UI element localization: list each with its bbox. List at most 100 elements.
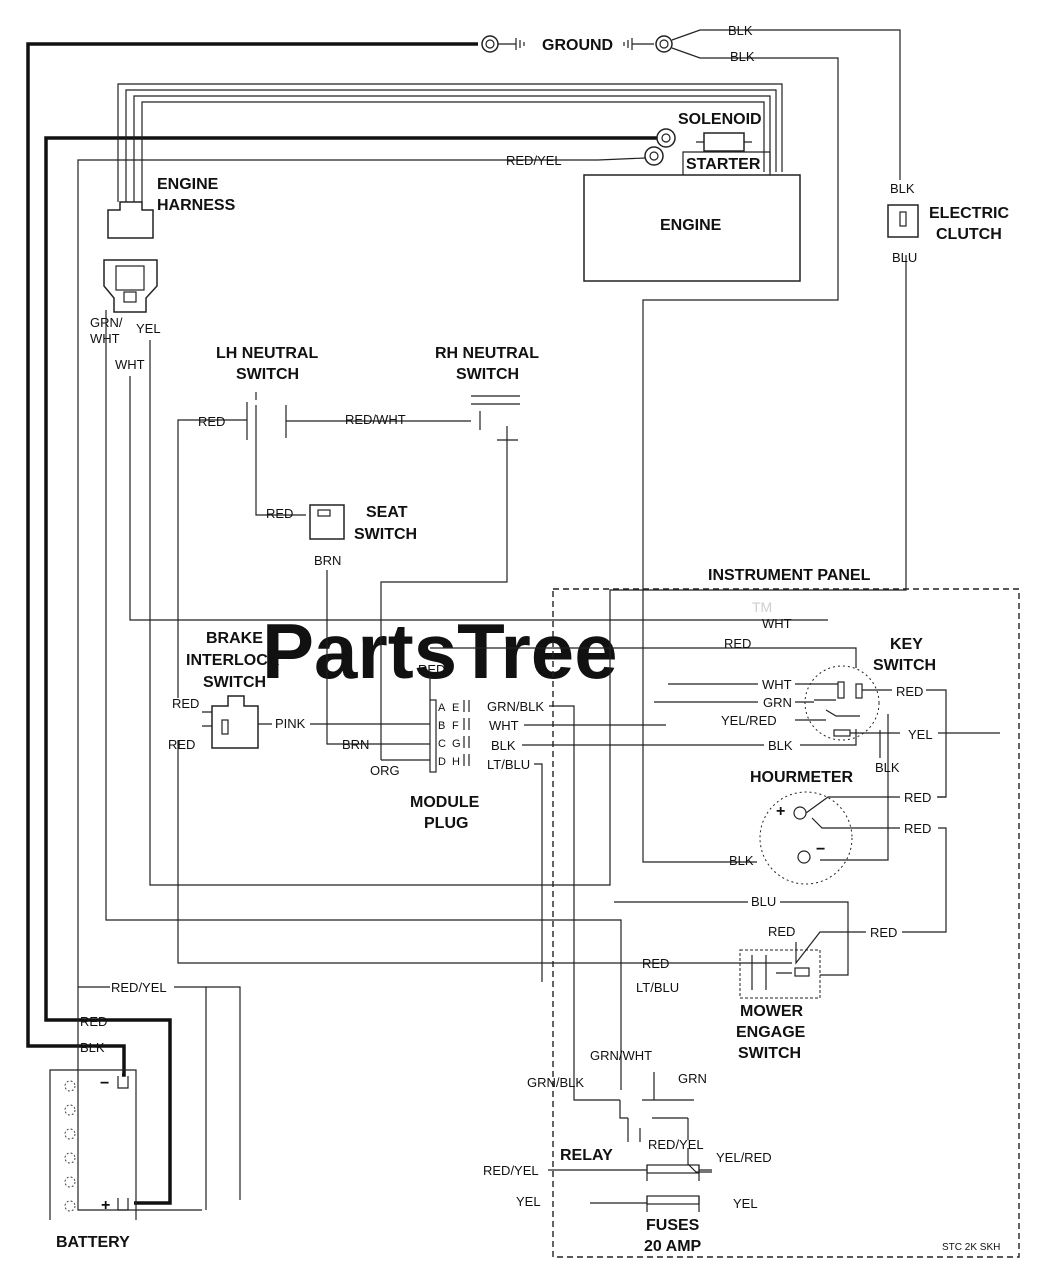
wire-label: WHT (115, 357, 145, 372)
wire-label: RED/YEL (506, 153, 562, 168)
wire-label: WHT (762, 677, 792, 692)
module-pin-a: A (438, 702, 446, 714)
key-switch: KEY SWITCH WHT RED WHT GRN YEL/RED BLK R… (654, 616, 1000, 861)
wire-label-wht-part: WHT (90, 331, 120, 346)
drawing-code: STC 2K SKH (942, 1242, 1000, 1253)
wire-label: WHT (762, 616, 792, 631)
engine-harness-connector: ENGINE HARNESS GRN/ WHT YEL WHT (90, 176, 236, 372)
solenoid-body (703, 132, 745, 152)
wire-label: BLK (728, 23, 753, 38)
battery-area: RED/YEL RED BLK − + BATTERY (49, 980, 241, 1251)
battery-cables (26, 42, 658, 1205)
wire-label: YEL (908, 727, 933, 742)
battery-case (49, 1069, 137, 1220)
brake-interlock-switch: BRAKE INTERLOCK SWITCH RED RED PINK (168, 630, 762, 964)
module-pin-b: B (438, 720, 445, 732)
rh-neutral-label-1: RH NEUTRAL (435, 345, 539, 362)
seat-switch: SEAT SWITCH RED BRN (266, 504, 430, 745)
engine-harness-wires (117, 83, 783, 202)
module-plug-label-2: PLUG (424, 815, 468, 832)
instrument-panel: INSTRUMENT PANEL STC 2K SKH (552, 567, 1020, 1258)
engine-harness-label-1: ENGINE (157, 176, 219, 193)
wire-label: BLK (875, 760, 900, 775)
module-pin-c: C (438, 738, 446, 750)
engine-group: SOLENOID STARTER ENGINE RED/YEL (77, 111, 801, 1211)
hourmeter: HOURMETER + − RED RED BLK (729, 769, 947, 933)
grn-wht-run (105, 310, 622, 1090)
fuses-label-1: FUSES (646, 1217, 700, 1234)
hourmeter-minus: − (816, 841, 825, 858)
wire-label: RED (198, 414, 225, 429)
watermark-text: PartsTree (262, 607, 618, 695)
hourmeter-plus: + (776, 803, 785, 820)
blk-wire-to-clutch (671, 29, 901, 180)
module-pin-e: E (452, 702, 459, 714)
wire-label: GRN/BLK (527, 1075, 584, 1090)
battery-label: BATTERY (56, 1234, 130, 1251)
wire-label: RED (172, 696, 199, 711)
wire-label: RED (80, 1014, 107, 1029)
hourmeter-label: HOURMETER (750, 769, 854, 786)
wire-label: GRN (763, 695, 792, 710)
mower-engage-label-1: MOWER (740, 1003, 804, 1020)
wire-label: BLK (768, 738, 793, 753)
electric-clutch: BLK BLU ELECTRIC CLUTCH (887, 181, 1009, 265)
red-wire-to-mower (177, 740, 762, 964)
engine-label: ENGINE (660, 217, 722, 234)
wire-label: BLK (80, 1040, 105, 1055)
module-plug: RED A B C D E F G H ORG BRN GRN/BLK WHT … (342, 647, 857, 1101)
brake-label-1: BRAKE (206, 630, 263, 647)
solenoid-label: SOLENOID (678, 111, 762, 128)
wire-label: YEL/RED (716, 1150, 772, 1165)
wire-label: ORG (370, 763, 400, 778)
electric-clutch-label-1: ELECTRIC (929, 205, 1009, 222)
solenoid-terminal-top (656, 128, 676, 148)
wire-label: GRN (678, 1071, 707, 1086)
ground-label: GROUND (542, 37, 613, 54)
lh-neutral-label-1: LH NEUTRAL (216, 345, 318, 362)
ground-terminal-left (481, 35, 499, 53)
electric-clutch-label-2: CLUTCH (936, 226, 1002, 243)
wire-label: RED (168, 737, 195, 752)
brake-label-3: SWITCH (203, 674, 266, 691)
wire-label: BLU (892, 250, 917, 265)
ground-group: GROUND BLK BLK (481, 23, 901, 863)
seat-switch-label-1: SEAT (366, 504, 408, 521)
wht-run (129, 376, 828, 621)
wire-label: RED (904, 790, 931, 805)
wire-label: YEL/RED (721, 713, 777, 728)
wire-label: RED/YEL (648, 1137, 704, 1152)
module-plug-label-1: MODULE (410, 794, 480, 811)
wire-label: YEL (733, 1196, 758, 1211)
wire-label: RED (642, 956, 669, 971)
wire-label: LT/BLU (487, 757, 530, 772)
relay: GRN/WHT GRN/BLK GRN RELAY RED/YEL (527, 1048, 712, 1173)
starter-label: STARTER (686, 156, 761, 173)
battery-minus: − (100, 1075, 109, 1092)
wire-label: YEL (136, 321, 161, 336)
wire-label: RED/YEL (111, 980, 167, 995)
wire-label: GRN/BLK (487, 699, 544, 714)
watermark-tm: TM (752, 599, 772, 615)
wire-label: YEL (516, 1194, 541, 1209)
wire-label: RED (896, 684, 923, 699)
relay-label: RELAY (560, 1147, 613, 1164)
harness-runs (105, 255, 907, 1090)
wire-label: BLU (751, 894, 776, 909)
wire-label: BLK (491, 738, 516, 753)
engine-harness-label-2: HARNESS (157, 197, 236, 214)
fuses: RED/YEL YEL/RED YEL YEL FUSES 20 AMP (174, 986, 772, 1255)
solenoid-terminal-bottom (644, 146, 664, 166)
neutral-switches: LH NEUTRAL SWITCH RH NEUTRAL SWITCH RED … (177, 345, 539, 760)
battery-plus: + (101, 1197, 110, 1214)
watermark: PartsTree TM (262, 599, 772, 695)
negative-battery-cable (26, 42, 478, 1077)
wire-label: RED/WHT (345, 412, 406, 427)
blu-run (149, 255, 907, 886)
wire-label: RED/YEL (483, 1163, 539, 1178)
rh-neutral-label-2: SWITCH (456, 366, 519, 383)
wire-label: LT/BLU (636, 980, 679, 995)
ground-terminal-right (655, 35, 673, 53)
wire-label: WHT (489, 718, 519, 733)
instrument-panel-label: INSTRUMENT PANEL (708, 567, 871, 584)
